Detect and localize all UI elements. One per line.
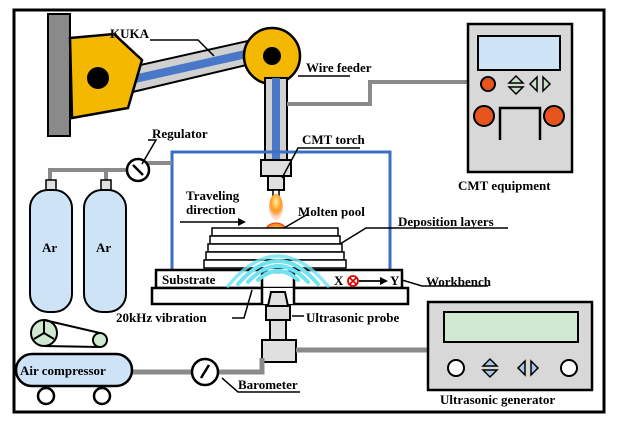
label-axis-y: Y xyxy=(390,273,400,288)
cmt-torch-icon xyxy=(260,159,292,197)
label-ar-right: Ar xyxy=(96,240,111,255)
argon-cylinder-right-icon xyxy=(83,179,127,313)
label-regulator: Regulator xyxy=(152,126,208,141)
label-vibration: 20kHz vibration xyxy=(116,310,207,325)
label-workbench: Workbench xyxy=(426,274,492,289)
traveling-direction-arrow-icon xyxy=(180,218,246,226)
label-air-compressor: Air compressor xyxy=(20,363,106,378)
arrow-right-icon xyxy=(359,277,388,285)
label-traveling-line1: Traveling xyxy=(186,188,240,203)
wall-mount xyxy=(47,13,71,137)
label-wire-feeder: Wire feeder xyxy=(306,60,372,75)
label-axis-x: X xyxy=(334,273,344,288)
argon-cylinder-left-icon xyxy=(29,179,73,313)
regulator-gauge-icon xyxy=(125,157,151,183)
x-axis-cross-icon xyxy=(347,275,359,287)
kuka-robot-arm-icon xyxy=(68,26,302,120)
label-barometer: Barometer xyxy=(238,377,298,392)
air-hose xyxy=(130,358,265,375)
label-ultrasonic-probe: Ultrasonic probe xyxy=(306,310,400,325)
label-deposition-layers: Deposition layers xyxy=(398,214,494,229)
feeder-cable xyxy=(287,80,470,106)
arc-flame xyxy=(269,194,283,220)
label-kuka: KUKA xyxy=(110,26,150,41)
leader-lines xyxy=(141,39,508,393)
ultrasonic-waves xyxy=(226,254,330,288)
label-ultrasonic-generator: Ultrasonic generator xyxy=(440,392,555,407)
label-cmt-equipment: CMT equipment xyxy=(458,178,551,193)
label-cmt-torch: CMT torch xyxy=(302,132,365,147)
wire-feeder-icon xyxy=(264,77,288,161)
label-molten-pool: Molten pool xyxy=(298,204,365,219)
label-ar-left: Ar xyxy=(42,240,57,255)
air-compressor-icon xyxy=(14,319,134,406)
ultrasonic-generator-panel-icon xyxy=(426,300,594,392)
label-substrate: Substrate xyxy=(162,272,216,287)
label-traveling-line2: direction xyxy=(186,202,236,217)
cmt-equipment-panel-icon xyxy=(466,22,574,174)
barometer-gauge-icon xyxy=(190,357,220,387)
